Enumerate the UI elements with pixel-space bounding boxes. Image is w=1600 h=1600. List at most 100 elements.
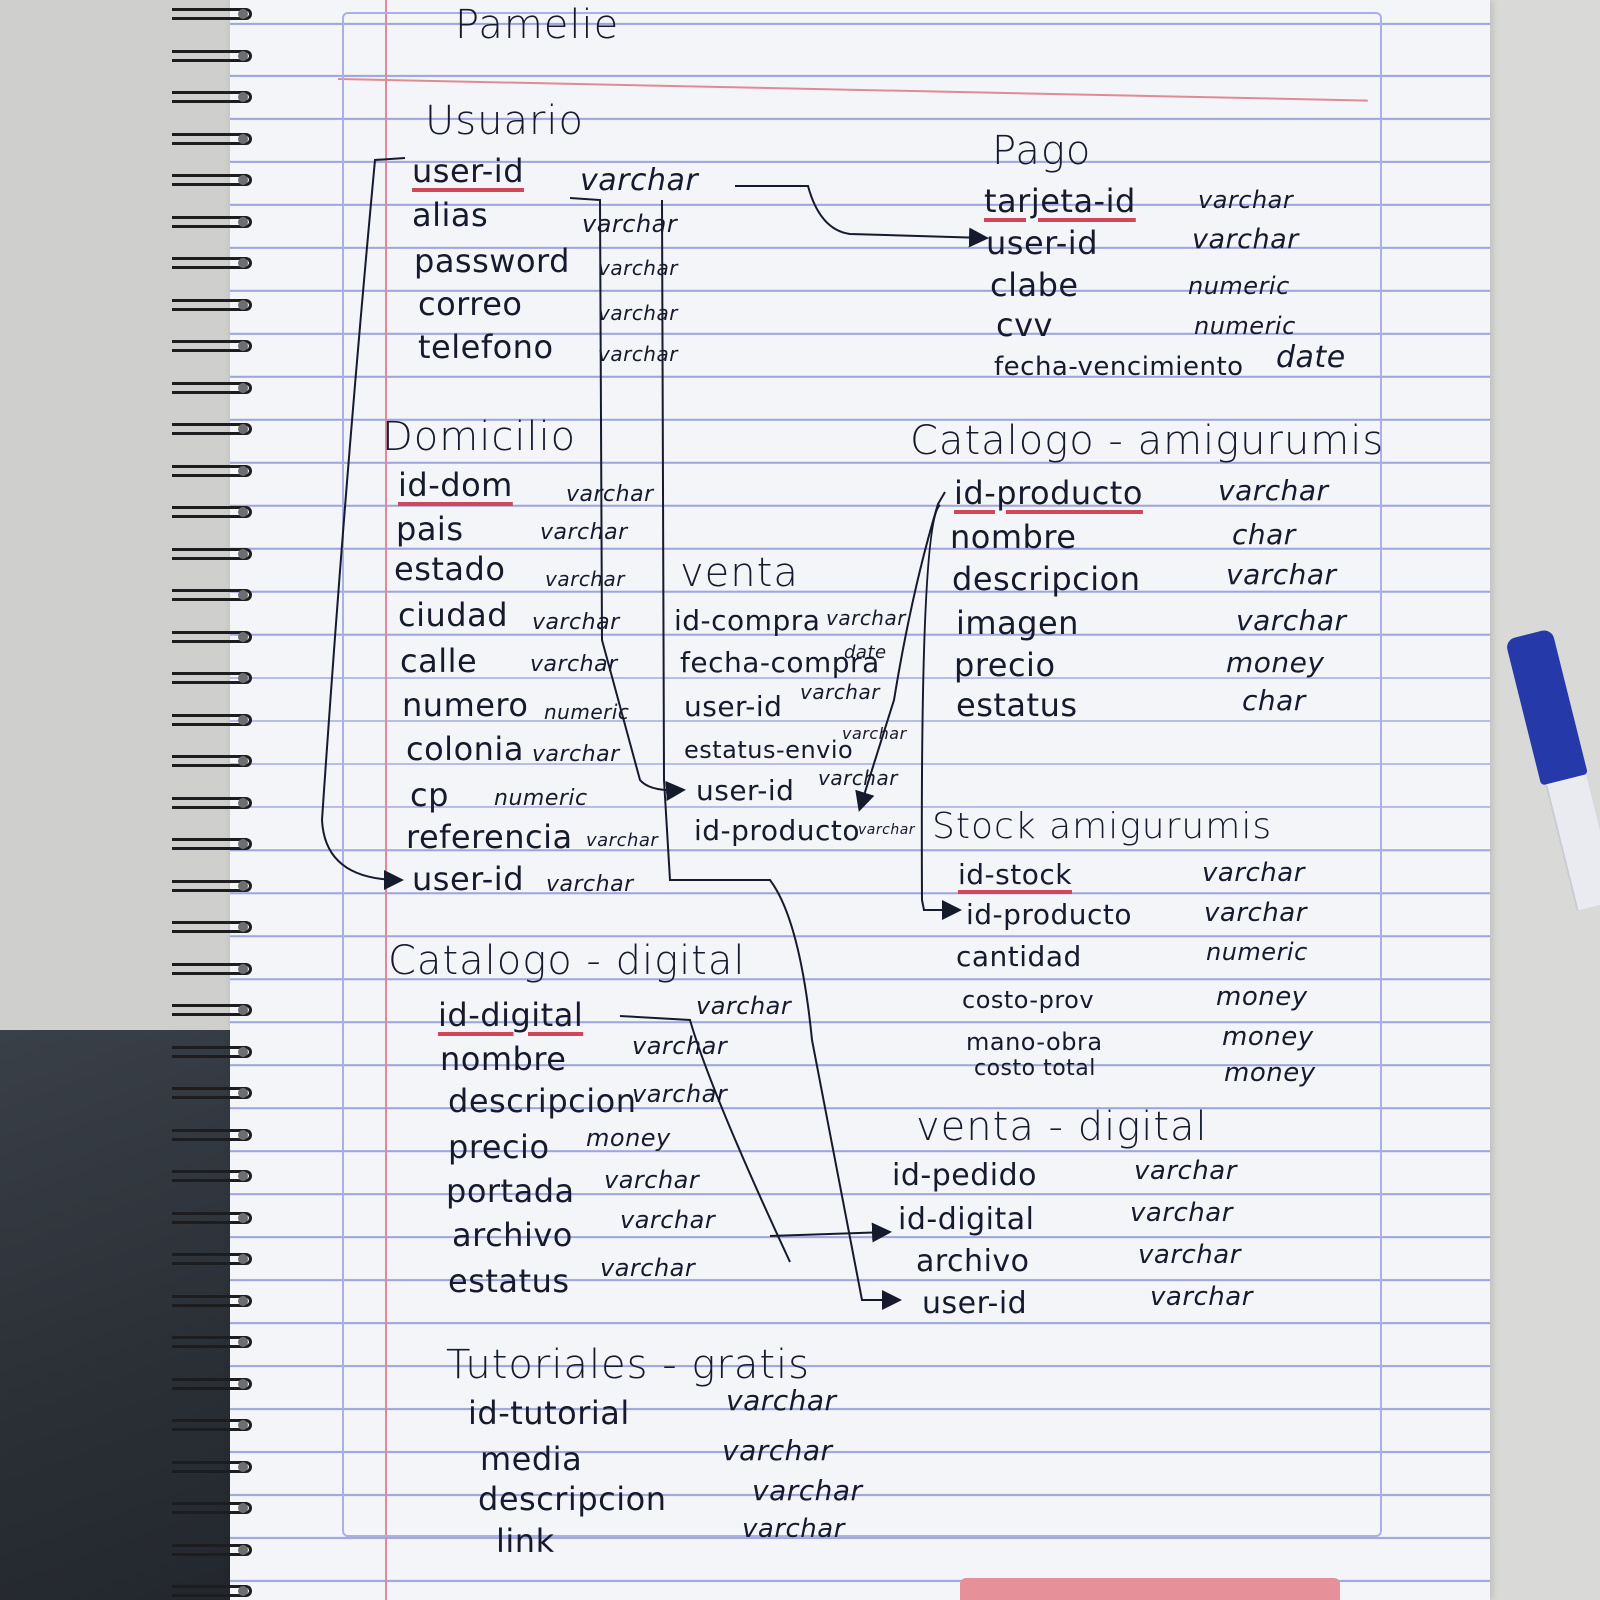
field-type: varchar <box>530 652 618 677</box>
field-name: id-tutorial <box>468 1394 630 1432</box>
field-name: tarjeta-id <box>984 182 1136 220</box>
binding-hole <box>238 216 248 227</box>
binding-hole <box>238 1586 248 1596</box>
spiral-coil <box>172 838 252 850</box>
spiral-coil <box>172 1087 252 1099</box>
spiral-coil <box>172 1045 252 1058</box>
field-name: user-id <box>684 690 783 723</box>
field-type: varchar <box>800 680 880 704</box>
table-title-usuario: Usuario <box>425 98 585 144</box>
field-name: user-id <box>412 152 524 190</box>
spiral-coil <box>172 506 252 518</box>
field-name: descripcion <box>478 1480 667 1518</box>
field-name: estatus-envio <box>684 736 854 764</box>
binding-hole <box>238 880 248 891</box>
spiral-coil <box>172 1336 252 1348</box>
field-name: id-digital <box>438 996 584 1034</box>
field-type: varchar <box>1218 474 1329 507</box>
field-type: varchar <box>532 742 620 767</box>
binding-hole <box>238 963 248 974</box>
binding-hole <box>238 382 248 393</box>
binding-hole <box>238 1544 248 1555</box>
spiral-coil <box>172 1419 252 1431</box>
field-type: varchar <box>532 610 620 635</box>
field-name: alias <box>412 196 489 234</box>
table-title-venta: venta <box>680 550 799 596</box>
binding-hole <box>238 133 248 144</box>
field-name: cvv <box>996 306 1053 344</box>
binding-hole <box>238 1171 248 1181</box>
field-name: costo total <box>974 1056 1096 1081</box>
field-type: varchar <box>818 766 898 790</box>
bottom-red-tab <box>960 1578 1340 1600</box>
binding-hole <box>238 922 248 932</box>
field-name: calle <box>400 642 478 680</box>
spiral-coil <box>172 547 252 560</box>
field-type: varchar <box>632 1032 728 1060</box>
binding-hole <box>238 1088 248 1098</box>
binding-hole <box>238 92 248 102</box>
field-type: money <box>1222 1022 1314 1052</box>
field-type: date <box>844 642 887 663</box>
field-name: numero <box>402 686 529 724</box>
field-name: ciudad <box>398 596 508 634</box>
field-type: varchar <box>842 724 907 743</box>
spiral-coil <box>172 381 252 394</box>
field-name: id-pedido <box>892 1158 1037 1193</box>
field-name: id-dom <box>398 466 513 504</box>
field-name: archivo <box>916 1244 1030 1279</box>
table-title-pago: Pago <box>992 128 1092 174</box>
field-name: user-id <box>696 774 795 807</box>
table-title-domicilio: Domicilio <box>382 414 577 460</box>
field-type: varchar <box>1226 558 1337 591</box>
spiral-coil <box>172 298 252 311</box>
spiral-coil <box>172 91 252 103</box>
field-name: descripcion <box>952 560 1141 598</box>
binding-hole <box>238 341 248 351</box>
field-type: varchar <box>722 1434 833 1467</box>
field-name: colonia <box>406 730 524 768</box>
binding-hole <box>238 175 248 185</box>
field-type: money <box>586 1124 671 1152</box>
field-type: varchar <box>752 1474 863 1507</box>
spiral-coil <box>172 755 252 767</box>
field-name: estatus <box>956 686 1078 724</box>
binding-hole <box>238 756 248 766</box>
spiral-coil <box>172 713 252 726</box>
field-type: money <box>1216 982 1308 1012</box>
field-type: varchar <box>546 872 634 897</box>
field-name: referencia <box>406 818 573 856</box>
field-name: link <box>496 1522 555 1560</box>
field-name: precio <box>954 646 1056 684</box>
field-name: nombre <box>440 1040 567 1078</box>
field-type: varchar <box>1138 1240 1241 1270</box>
field-type: char <box>1242 684 1306 717</box>
field-type: varchar <box>1150 1282 1253 1312</box>
spiral-coil <box>172 672 252 684</box>
binding-hole <box>238 465 248 476</box>
binding-hole <box>238 1046 248 1057</box>
table-title-stock: Stock amigurumis <box>932 806 1273 847</box>
field-type: varchar <box>1192 224 1299 255</box>
field-type: varchar <box>580 163 699 198</box>
field-type: varchar <box>598 256 678 280</box>
binding-hole <box>238 50 248 61</box>
field-type: varchar <box>858 822 916 838</box>
binding-hole <box>238 258 248 268</box>
binding-hole <box>238 1212 248 1223</box>
binding-hole <box>238 1378 248 1389</box>
field-type: varchar <box>1202 858 1305 888</box>
field-name: precio <box>448 1128 550 1166</box>
field-type: varchar <box>545 567 625 591</box>
binding-hole <box>238 1503 248 1513</box>
field-name: id-compra <box>674 604 821 637</box>
spiral-coil <box>172 1585 252 1597</box>
binding-hole <box>238 590 248 600</box>
spiral-coil <box>172 1211 252 1224</box>
binding-hole <box>238 714 248 725</box>
field-type: varchar <box>742 1514 845 1544</box>
binding-hole <box>238 299 248 310</box>
spiral-coil <box>172 340 252 352</box>
field-name: estatus <box>448 1262 570 1300</box>
spiral-coil <box>172 962 252 975</box>
